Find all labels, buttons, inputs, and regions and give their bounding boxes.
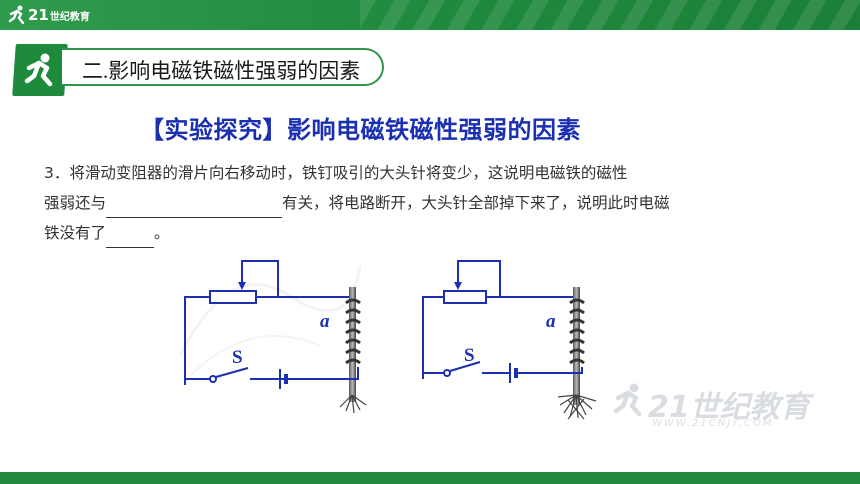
section-title: 二.影响电磁铁磁性强弱的因素 [82, 59, 361, 83]
watermark: 21世纪教育 WWW.21CNJY.COM [612, 380, 832, 440]
section-badge [12, 44, 68, 96]
runner-icon [24, 53, 53, 87]
circuit-diagram-1 [184, 260, 367, 414]
section-tab [62, 48, 384, 86]
question-line-1: 3．将滑动变阻器的滑片向右移动时，铁钉吸引的大头针将变少，这说明电磁铁的磁性 [44, 164, 628, 182]
circuit-figure-1: a S [180, 255, 380, 424]
coil-label: a [546, 311, 556, 332]
question-line-2: 强弱还与 有关，将电路断开，大头针全部掉下来了，说明此时电磁 [44, 188, 764, 218]
watermark-url: WWW.21CNJY.COM [652, 418, 774, 429]
switch-label: S [232, 347, 243, 368]
coil-label: a [320, 311, 330, 332]
page-heading: 【实验探究】影响电磁铁磁性强弱的因素 [140, 116, 581, 144]
top-banner: 21 世纪教育 [0, 0, 860, 30]
question-line-3: 铁没有了 。 [44, 218, 764, 248]
logo-number: 21 [28, 6, 49, 24]
answer-blank-2[interactable] [106, 225, 155, 248]
brand-logo[interactable]: 21 世纪教育 [8, 3, 90, 27]
answer-blank-1[interactable] [106, 195, 283, 218]
question-line-3-before: 铁没有了 [44, 224, 107, 242]
question-line-2-before: 强弱还与 [44, 194, 107, 212]
question-line-3-after: 。 [154, 224, 170, 242]
runner-icon [8, 5, 25, 25]
question-line-2-after: 有关，将电路断开，大头针全部掉下来了，说明此时电磁 [282, 194, 670, 212]
bottom-banner [0, 472, 860, 484]
runner-icon [613, 383, 642, 417]
question-text: 3．将滑动变阻器的滑片向右移动时，铁钉吸引的大头针将变少，这说明电磁铁的磁性 强… [44, 158, 764, 248]
logo-text: 世纪教育 [49, 11, 90, 23]
banner-stripes [360, 0, 860, 30]
circuit-figure-2: a S [418, 255, 618, 429]
watermark-text: 21世纪教育 [648, 390, 810, 425]
switch-label: S [464, 345, 475, 366]
circuit-diagram-2 [422, 260, 597, 420]
